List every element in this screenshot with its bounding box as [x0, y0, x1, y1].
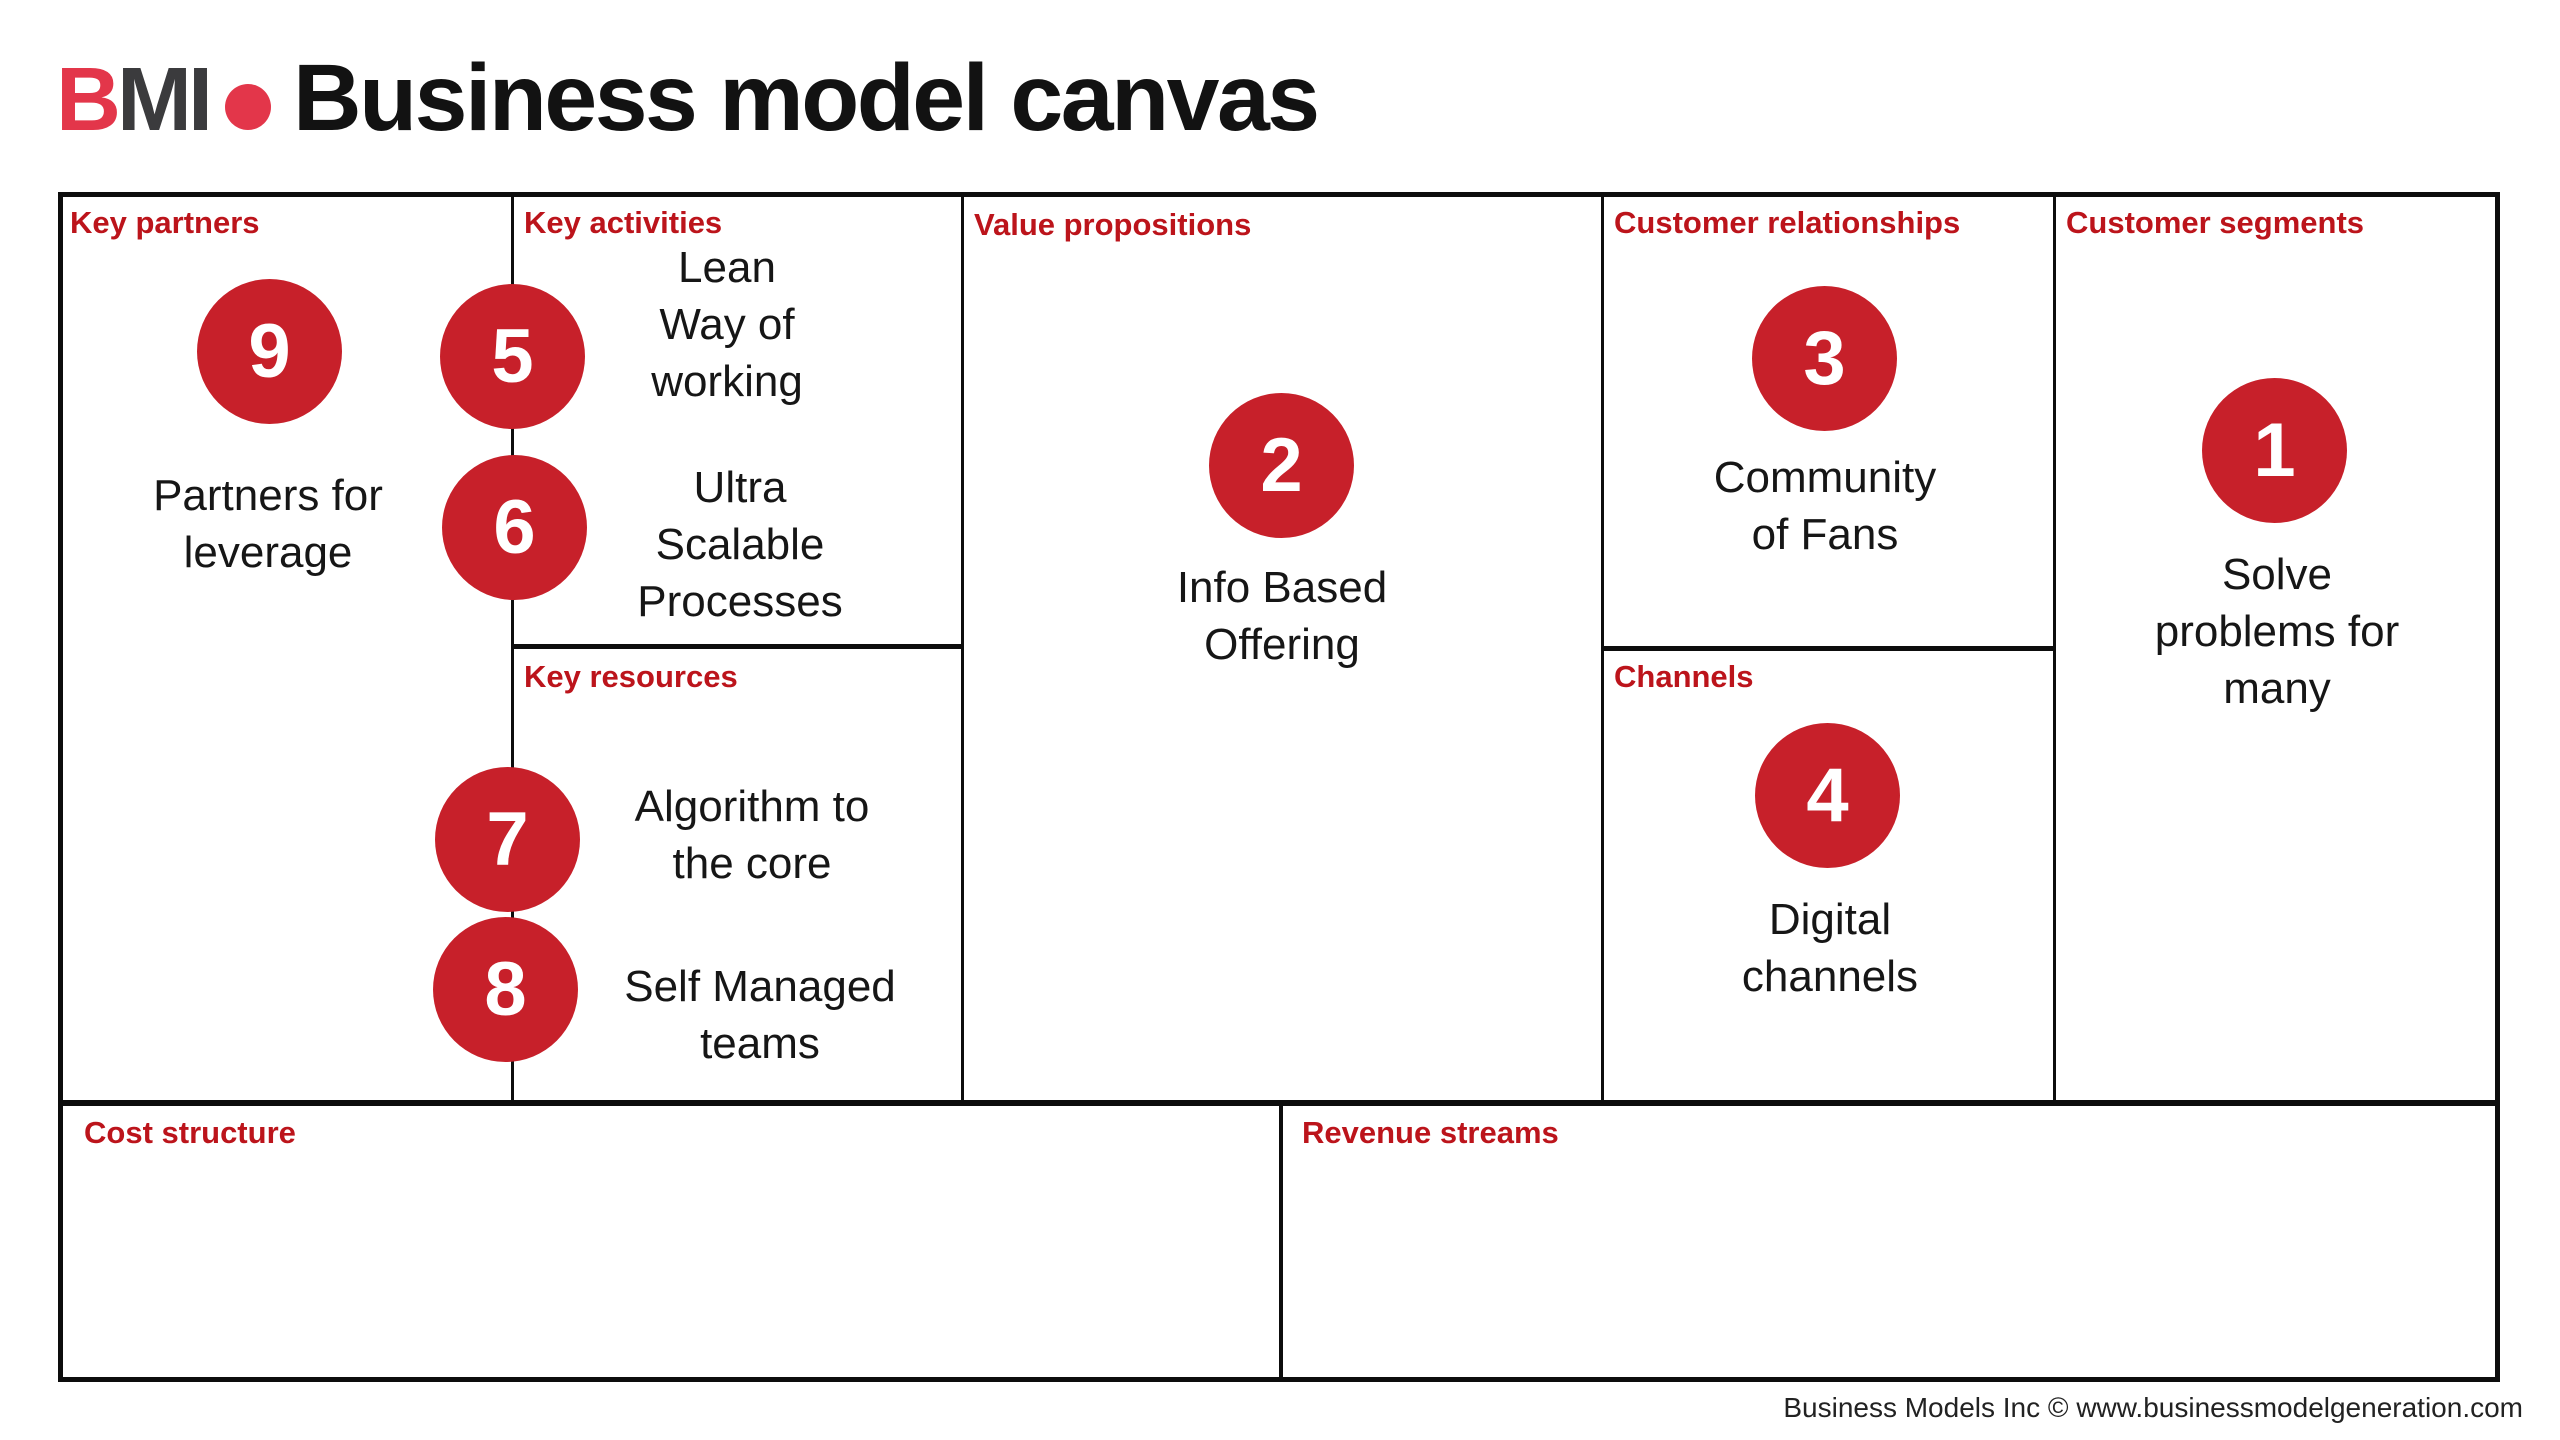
- brand-letters-mi: MI: [117, 50, 213, 150]
- badge-number: 1: [2253, 407, 2296, 493]
- note-line: Lean: [678, 243, 776, 292]
- badge-5-activities: 5: [440, 284, 585, 429]
- note-line: of Fans: [1751, 510, 1899, 559]
- brand-logo: BMI Business model canvas: [56, 40, 1320, 158]
- note-key-resources-2: Self Managed teams: [540, 958, 980, 1072]
- note-line: Community: [1713, 453, 1937, 502]
- note-line: Info Based: [1176, 563, 1388, 612]
- badge-4-channels: 4: [1755, 723, 1900, 868]
- section-header-key-resources: Key resources: [524, 659, 738, 694]
- note-line: problems for: [2154, 607, 2400, 656]
- badge-3-relationships: 3: [1752, 286, 1897, 431]
- note-line: teams: [700, 1019, 820, 1068]
- note-value-propositions: Info Based Offering: [1062, 559, 1502, 673]
- badge-number: 6: [493, 484, 536, 570]
- divider-activities-value: [961, 197, 964, 1103]
- note-line: the core: [672, 839, 832, 888]
- badge-number: 8: [484, 946, 527, 1032]
- badge-number: 7: [486, 796, 529, 882]
- note-line: Offering: [1204, 620, 1360, 669]
- copyright-credit: Business Models Inc © www.businessmodelg…: [1783, 1392, 2523, 1423]
- divider-activities-resources: [511, 644, 964, 649]
- business-model-canvas: Key partners Key activities Value propos…: [58, 192, 2500, 1382]
- badge-1-segments: 1: [2202, 378, 2347, 523]
- badge-2-value: 2: [1209, 393, 1354, 538]
- badge-number: 9: [248, 308, 291, 394]
- badge-number: 5: [491, 313, 534, 399]
- section-header-channels: Channels: [1614, 659, 1754, 694]
- badge-number: 2: [1260, 422, 1303, 508]
- note-line: channels: [1741, 952, 1919, 1001]
- page-title: Business model canvas: [292, 45, 1320, 151]
- divider-main-bottom-row: [63, 1100, 2495, 1106]
- badge-number: 3: [1803, 315, 1846, 401]
- divider-relationships-channels: [1601, 646, 2056, 651]
- section-header-value-propositions: Value propositions: [974, 207, 1252, 242]
- note-line: Way of: [659, 300, 795, 349]
- divider-cost-revenue: [1279, 1106, 1283, 1377]
- note-line: Digital: [1768, 895, 1892, 944]
- note-line: Algorithm to: [634, 782, 870, 831]
- note-line: Partners for: [153, 471, 383, 520]
- badge-7-resources: 7: [435, 767, 580, 912]
- note-customer-relationships: Community of Fans: [1605, 449, 2045, 563]
- section-header-key-activities: Key activities: [524, 205, 723, 240]
- section-header-customer-relationships: Customer relationships: [1614, 205, 1961, 240]
- section-header-cost-structure: Cost structure: [84, 1115, 296, 1150]
- badge-number: 4: [1806, 752, 1849, 838]
- brand-wordmark: BMI: [56, 42, 213, 158]
- note-key-resources-1: Algorithm to the core: [532, 778, 972, 892]
- section-header-customer-segments: Customer segments: [2066, 205, 2365, 240]
- red-dot-icon: [224, 84, 271, 130]
- section-header-revenue-streams: Revenue streams: [1302, 1115, 1559, 1150]
- note-line: Solve: [2221, 550, 2333, 599]
- badge-6-activities: 6: [442, 455, 587, 600]
- brand-letter-b: B: [56, 50, 121, 150]
- note-line: many: [2223, 664, 2331, 713]
- note-line: leverage: [183, 528, 353, 577]
- section-header-key-partners: Key partners: [70, 205, 260, 240]
- badge-9-partners: 9: [197, 279, 342, 424]
- note-line: Ultra: [693, 463, 787, 512]
- note-line: Scalable: [655, 520, 825, 569]
- divider-partners-activities: [511, 197, 514, 1103]
- note-key-activities-1: Lean Way of working: [507, 239, 947, 410]
- note-key-activities-2: Ultra Scalable Processes: [520, 459, 960, 630]
- note-line: Self Managed: [624, 962, 896, 1011]
- note-key-partners: Partners for leverage: [48, 467, 488, 581]
- note-customer-segments: Solve problems for many: [2057, 546, 2497, 717]
- badge-8-resources: 8: [433, 917, 578, 1062]
- note-line: working: [651, 357, 803, 406]
- note-line: Processes: [637, 577, 843, 626]
- note-channels: Digital channels: [1610, 891, 2050, 1005]
